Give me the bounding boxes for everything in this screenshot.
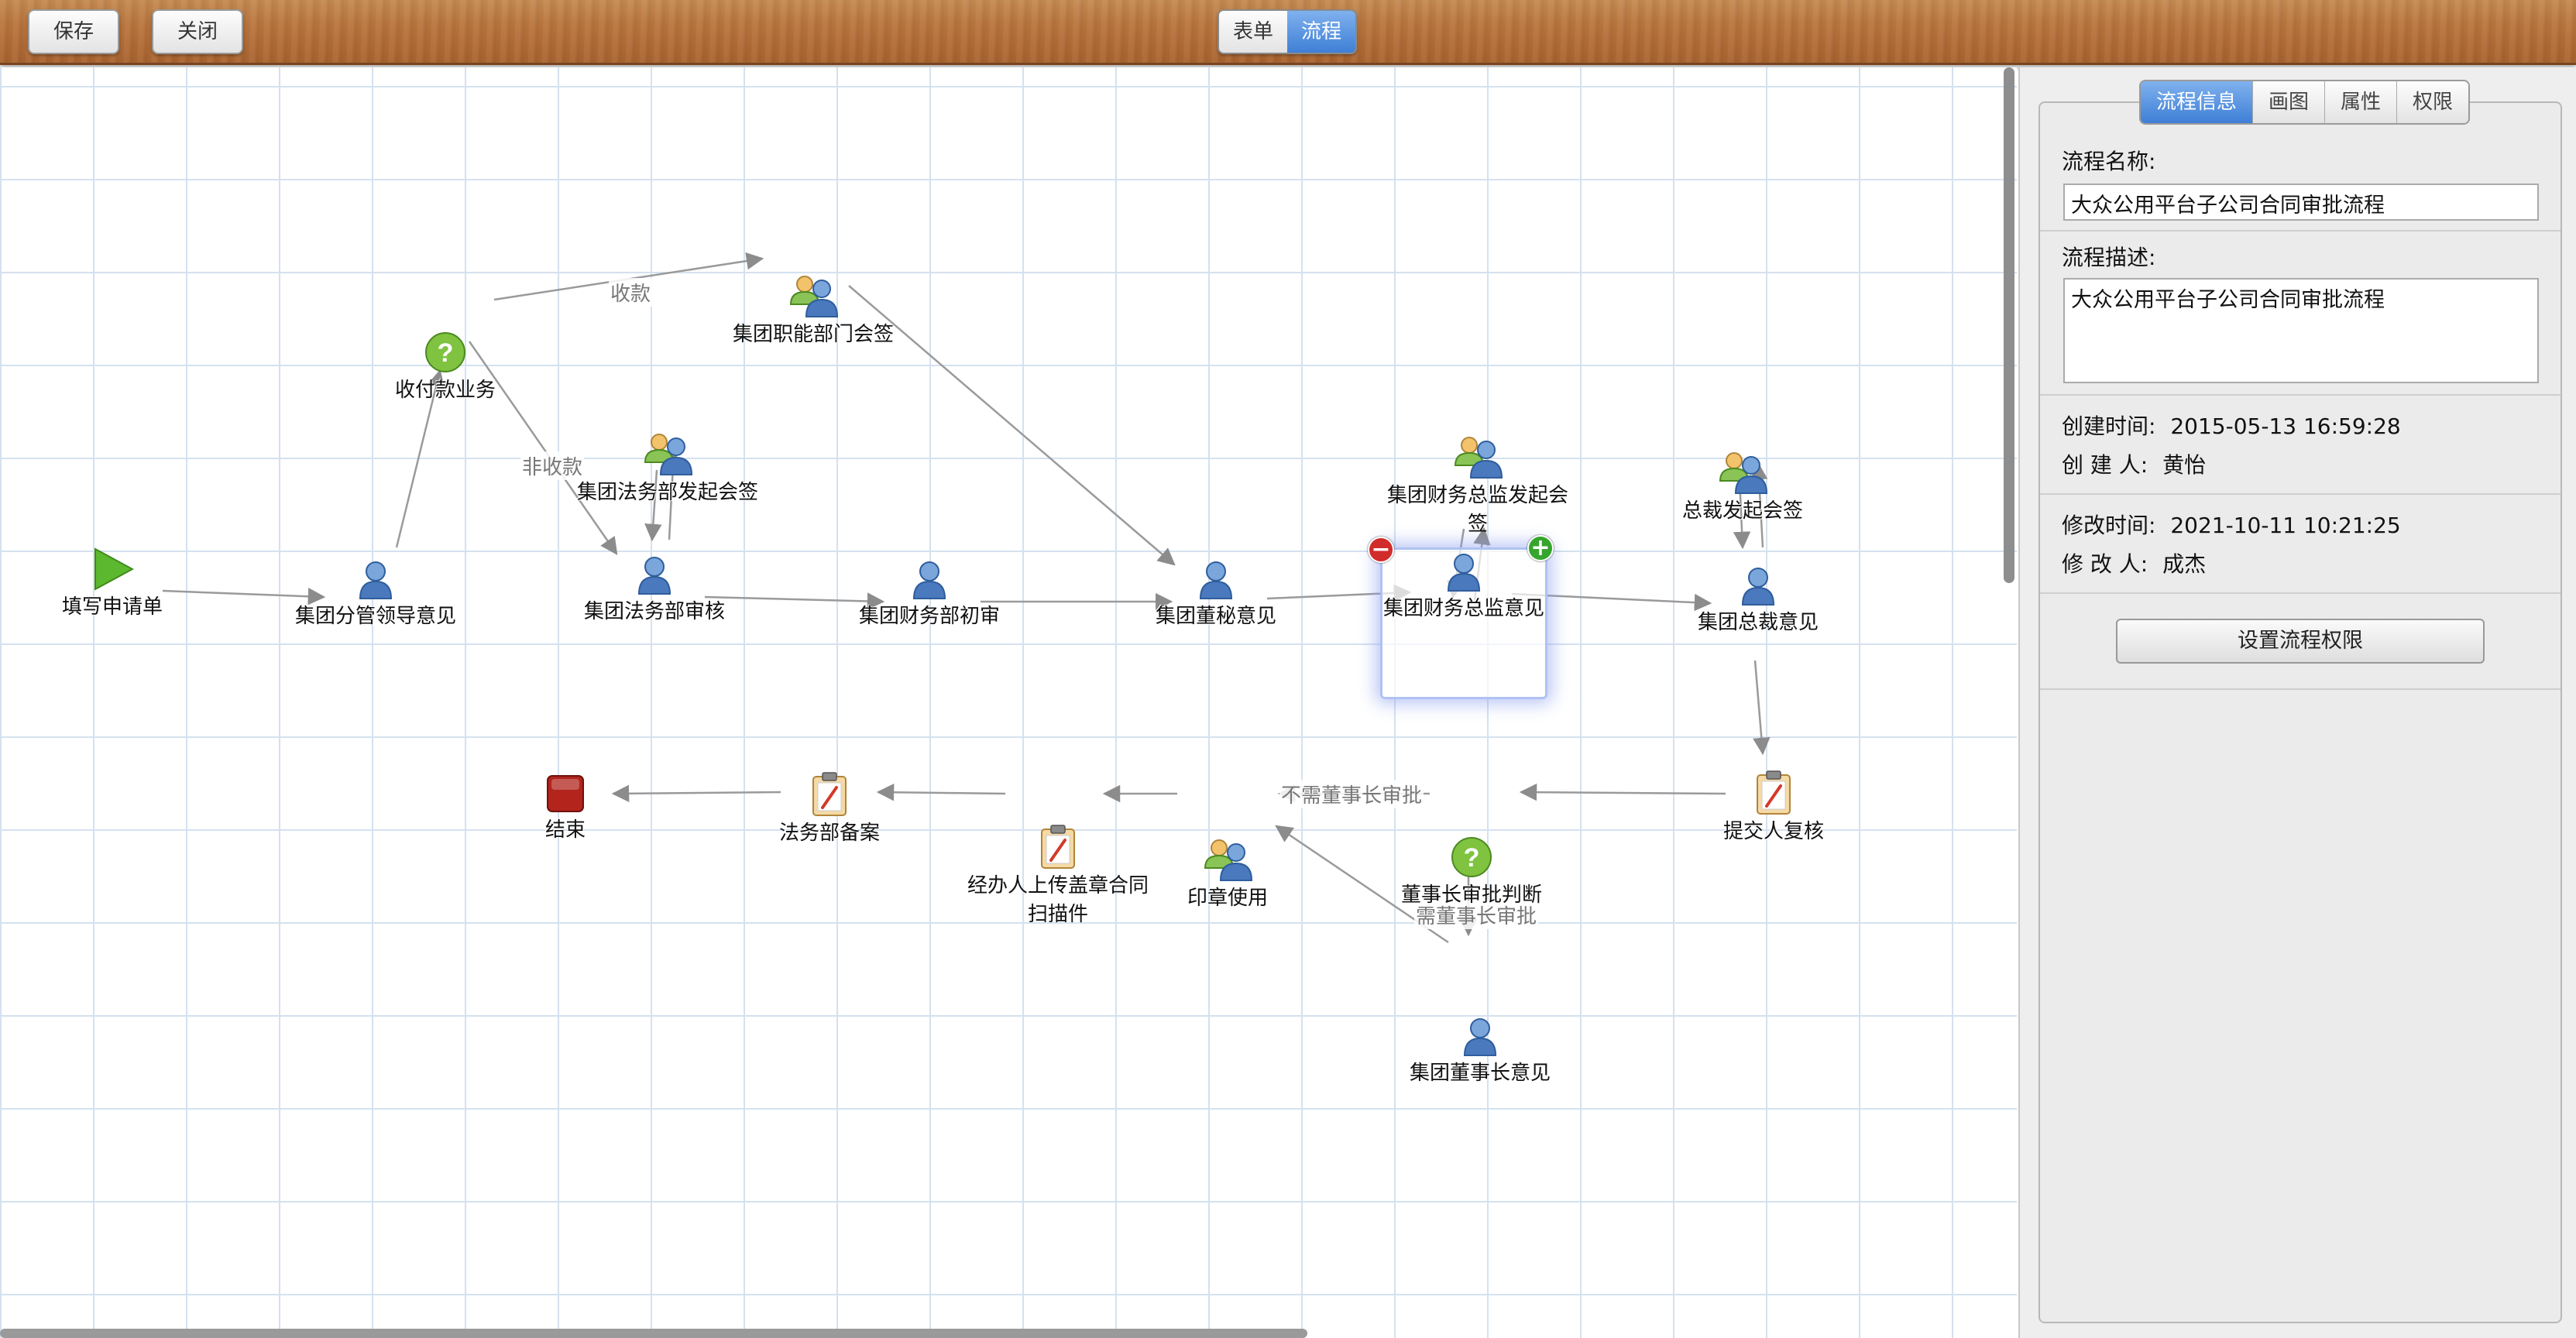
decision-question-icon: ? (1451, 837, 1492, 877)
section-modified: 修改时间: 2021-10-11 10:21:25 修 改 人: 成杰 (2040, 495, 2561, 594)
start-play-icon (94, 547, 134, 591)
link (395, 369, 445, 548)
flow-name-label: 流程名称: (2062, 149, 2156, 174)
group-users-icon (1204, 839, 1253, 881)
flow-canvas[interactable]: 收款 非收款 不需董事长审批 需董事长审批 − + 填写申请单 集团分管领导意见… (0, 67, 2017, 1338)
link (468, 341, 618, 555)
edge-label-shoukuan: 收款 (609, 278, 653, 307)
end-stop-icon (547, 775, 584, 812)
flow-links (162, 252, 1771, 944)
group-users-icon (1454, 437, 1503, 479)
panel-tabs: 流程信息 画图 属性 权限 (2139, 80, 2471, 125)
clipboard-edit-icon (812, 772, 847, 816)
edge-label-feishoukuan: 非收款 (520, 451, 585, 480)
tab-form[interactable]: 表单 (1219, 11, 1287, 53)
created-time-value: 2015-05-13 16:59:28 (2170, 413, 2401, 439)
node-zongjian-huiqian[interactable]: 集团财务总监发起会 签 (1362, 434, 1594, 537)
user-icon (1447, 554, 1481, 592)
panel-content: 流程名称: 大众公用平台子公司合同审批流程 流程描述: 大众公用平台子公司合同审… (2038, 101, 2562, 1323)
link (848, 285, 1176, 566)
creator-row: 创 建 人: 黄怡 (2062, 448, 2206, 479)
tab-flow[interactable]: 流程 (1287, 11, 1355, 53)
group-users-icon (644, 434, 693, 475)
flow-name-input[interactable]: 大众公用平台子公司合同审批流程 (2063, 184, 2539, 221)
link (704, 592, 885, 610)
link (644, 469, 662, 542)
panel-divider (2040, 688, 2561, 690)
node-fawu-huiqian[interactable]: 集团法务部发起会签 (559, 431, 776, 505)
modified-time-row: 修改时间: 2021-10-11 10:21:25 (2062, 509, 2401, 540)
node-tijiao[interactable]: 提交人复核 (1704, 769, 1843, 844)
user-icon (1463, 1018, 1497, 1056)
modifier-value: 成杰 (2162, 551, 2207, 577)
node-beian[interactable]: 法务部备案 (756, 770, 903, 846)
remove-node-icon[interactable]: − (1368, 537, 1394, 563)
modifier-row: 修 改 人: 成杰 (2062, 547, 2206, 578)
modified-time-value: 2021-10-11 10:21:25 (2170, 513, 2401, 538)
top-toolbar: 保存 关闭 表单 流程 (0, 0, 2576, 65)
flow-desc-label: 流程描述: (2062, 245, 2156, 270)
modified-time-label: 修改时间: (2062, 513, 2156, 538)
link (876, 783, 1006, 801)
horizontal-scrollbar[interactable] (0, 1327, 2017, 1338)
horizontal-scroll-thumb[interactable] (0, 1329, 1307, 1338)
close-button[interactable]: 关闭 (152, 9, 243, 54)
edge-label-buxuyao: 不需董事长审批 (1279, 780, 1424, 808)
add-node-icon[interactable]: + (1527, 535, 1554, 561)
view-switch: 表单 流程 (1218, 9, 1357, 54)
save-button[interactable]: 保存 (28, 9, 119, 54)
node-zongcai[interactable]: 集团总裁意见 (1665, 566, 1851, 635)
node-zongjian[interactable]: 集团财务总监意见 (1371, 552, 1557, 621)
section-description: 流程描述: 大众公用平台子公司合同审批流程 (2040, 232, 2561, 396)
selected-node-highlight (1380, 547, 1547, 699)
link (1753, 660, 1771, 756)
link (611, 784, 781, 803)
group-users-icon (789, 276, 839, 317)
vertical-scrollbar[interactable] (2004, 67, 2014, 1338)
section-created: 创建时间: 2015-05-13 16:59:28 创 建 人: 黄怡 (2040, 396, 2561, 495)
node-fawu-shenhe[interactable]: 集团法务部审核 (565, 555, 744, 624)
properties-panel: 流程信息 画图 属性 权限 流程名称: 大众公用平台子公司合同审批流程 流程描述… (2018, 67, 2576, 1338)
user-icon (637, 557, 671, 595)
created-time-row: 创建时间: 2015-05-13 16:59:28 (2062, 410, 2401, 441)
user-icon (912, 561, 946, 599)
node-end[interactable]: 结束 (534, 774, 596, 842)
tab-permissions[interactable]: 权限 (2396, 81, 2469, 123)
tab-flow-info[interactable]: 流程信息 (2141, 81, 2253, 123)
svg-text:?: ? (438, 338, 454, 368)
tab-draw[interactable]: 画图 (2252, 81, 2325, 123)
node-start[interactable]: 填写申请单 (46, 547, 178, 619)
node-fenguan[interactable]: 集团分管领导意见 (279, 560, 472, 629)
set-permission-button[interactable]: 设置流程权限 (2116, 619, 2485, 664)
vertical-scroll-thumb[interactable] (2004, 67, 2014, 583)
user-icon (359, 561, 393, 599)
node-dongshizhang[interactable]: 集团董事长意见 (1383, 1017, 1577, 1086)
node-shangchuan[interactable]: 经办人上传盖章合同 扫描件 (942, 823, 1174, 927)
created-time-label: 创建时间: (2062, 413, 2156, 439)
flow-desc-textarea[interactable]: 大众公用平台子公司合同审批流程 (2063, 278, 2539, 383)
creator-label: 创 建 人: (2062, 452, 2148, 478)
tab-properties[interactable]: 属性 (2324, 81, 2397, 123)
node-dongmi[interactable]: 集团董秘意见 (1131, 560, 1301, 629)
node-shoufu[interactable]: ? 收付款业务 (356, 331, 534, 403)
clipboard-edit-icon (1757, 770, 1791, 815)
user-icon (1741, 568, 1775, 606)
creator-value: 黄怡 (2162, 452, 2207, 478)
node-zhineng[interactable]: 集团职能部门会签 (697, 273, 929, 347)
group-users-icon (1719, 452, 1768, 494)
node-caiwu-chushen[interactable]: 集团财务部初审 (836, 560, 1022, 629)
link (1519, 783, 1726, 801)
edge-label-xuyao: 需董事长审批 (1414, 901, 1539, 929)
node-yinzhang[interactable]: 印章使用 (1162, 837, 1293, 911)
clipboard-edit-icon (1041, 825, 1075, 869)
modifier-label: 修 改 人: (2062, 551, 2148, 577)
user-icon (1199, 561, 1233, 599)
node-dongshizhang-panduan[interactable]: ? 董事长审批判断 (1379, 835, 1564, 907)
link (162, 587, 326, 606)
svg-text:?: ? (1464, 843, 1480, 873)
node-zongcai-huiqian[interactable]: 总裁发起会签 (1657, 450, 1828, 523)
section-name: 流程名称: 大众公用平台子公司合同审批流程 (2040, 139, 2561, 232)
decision-question-icon: ? (425, 332, 465, 372)
